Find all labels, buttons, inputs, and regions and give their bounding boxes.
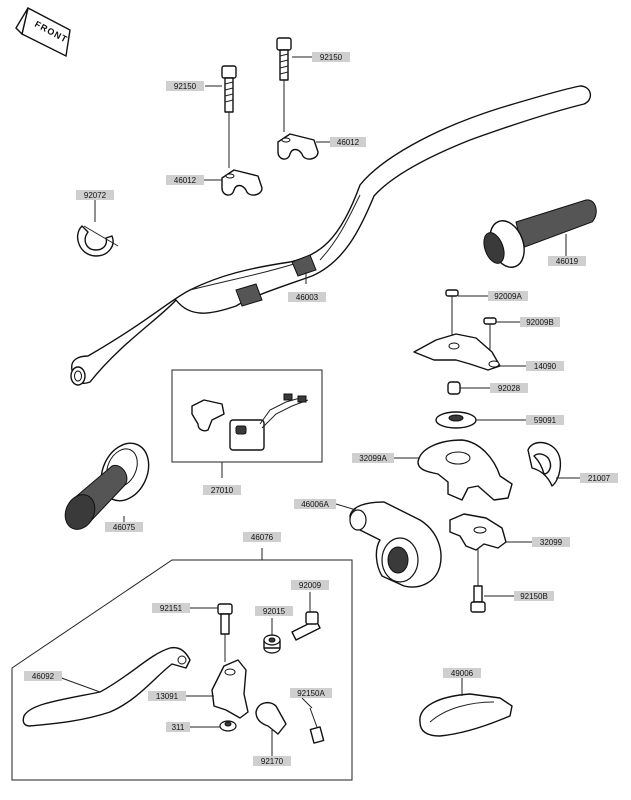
svg-text:92072: 92072 [84,191,107,200]
label-46012-upper[interactable]: 46012 [330,137,366,147]
svg-text:46092: 46092 [32,672,55,681]
throttle-cover-14090[interactable] [413,333,501,371]
svg-text:14090: 14090 [534,362,557,371]
label-92150-left[interactable]: 92150 [166,81,204,91]
throttle-case-lower-32099[interactable] [449,513,507,551]
handlebar-clamp-upper[interactable] [277,133,319,160]
svg-text:32099: 32099 [540,538,563,547]
label-46092[interactable]: 46092 [24,671,62,681]
label-46006A[interactable]: 46006A [294,499,336,509]
svg-text:59091: 59091 [534,416,557,425]
label-92151[interactable]: 92151 [152,603,190,613]
svg-text:46019: 46019 [556,257,579,266]
svg-text:46006A: 46006A [301,500,329,509]
bolt-92150-left[interactable] [221,65,237,168]
throttle-tube-46006A[interactable] [349,501,442,588]
svg-text:21007: 21007 [588,474,611,483]
svg-text:92150B: 92150B [520,592,548,601]
bolt-92150A[interactable] [309,707,325,744]
svg-text:32099A: 32099A [359,454,387,463]
cable-clamp-21007[interactable] [527,441,562,487]
label-311[interactable]: 311 [166,722,190,732]
adjuster-92009[interactable] [291,611,321,641]
bolt-92151[interactable] [217,603,233,662]
lever-boot-49006[interactable] [419,693,513,737]
label-92009[interactable]: 92009 [291,580,329,590]
label-92150A[interactable]: 92150A [290,688,332,698]
label-14090[interactable]: 14090 [526,361,564,371]
bushing-92015[interactable] [263,634,281,654]
label-21007[interactable]: 21007 [580,473,618,483]
bolt-92150B[interactable] [470,548,486,613]
leader-lines [55,56,580,756]
nut-311[interactable] [219,720,237,732]
throttle-case-32099A[interactable] [417,439,513,501]
label-32099A[interactable]: 32099A [352,453,394,463]
clutch-lever-46092[interactable] [22,646,191,727]
label-46003[interactable]: 46003 [288,292,326,302]
svg-text:92170: 92170 [261,757,284,766]
svg-text:92028: 92028 [498,384,521,393]
svg-text:92015: 92015 [263,607,286,616]
svg-text:13091: 13091 [156,692,179,701]
label-46019[interactable]: 46019 [548,256,586,266]
collar-92028[interactable] [447,381,461,395]
label-92028[interactable]: 92028 [490,383,528,393]
part-labels: 92150 92150 46012 46012 92072 46003 4601… [24,52,618,766]
label-92072[interactable]: 92072 [76,190,114,200]
svg-text:92009B: 92009B [526,318,554,327]
left-grip-46075[interactable] [60,436,158,535]
label-27010[interactable]: 27010 [203,485,241,495]
svg-text:92150A: 92150A [297,689,325,698]
label-92009B[interactable]: 92009B [520,317,560,327]
svg-text:46075: 46075 [113,523,136,532]
handlebar-clamp-lower[interactable] [221,169,263,196]
right-grip-46019[interactable] [480,199,597,272]
switch-assembly-box [171,369,323,463]
bolt-92150-right[interactable] [276,37,292,132]
label-92150B[interactable]: 92150B [514,591,554,601]
holder-clamp-92170[interactable] [255,701,287,735]
svg-text:46003: 46003 [296,293,319,302]
svg-text:46012: 46012 [174,176,197,185]
label-46012-lower[interactable]: 46012 [166,175,204,185]
lever-holder-13091[interactable] [211,659,249,719]
svg-text:49006: 49006 [451,669,474,678]
svg-text:92150: 92150 [320,53,343,62]
label-32099[interactable]: 32099 [532,537,570,547]
engine-stop-switch-27010[interactable] [191,393,309,451]
svg-text:46012: 46012 [337,138,360,147]
clutch-lever-assembly-frame [11,548,353,781]
svg-text:92150: 92150 [174,82,197,91]
label-49006[interactable]: 49006 [443,668,481,678]
label-92150-right[interactable]: 92150 [312,52,350,62]
handlebar[interactable] [70,85,591,386]
svg-text:46076: 46076 [251,533,274,542]
label-46075[interactable]: 46075 [105,522,143,532]
svg-text:92009: 92009 [299,581,322,590]
label-92015[interactable]: 92015 [255,606,293,616]
throttle-pulley-59091[interactable] [435,411,477,429]
label-13091[interactable]: 13091 [148,691,186,701]
label-59091[interactable]: 59091 [526,415,564,425]
svg-text:311: 311 [172,723,185,732]
handlebar-pad[interactable] [235,254,317,307]
front-direction-arrow-icon: FRONT [15,6,71,58]
cable-band-92072[interactable] [77,225,119,257]
label-92170[interactable]: 92170 [253,756,291,766]
svg-text:27010: 27010 [211,486,234,495]
label-46076[interactable]: 46076 [243,532,281,542]
svg-text:92009A: 92009A [494,292,522,301]
label-92009A[interactable]: 92009A [488,291,528,301]
svg-text:92151: 92151 [160,604,183,613]
